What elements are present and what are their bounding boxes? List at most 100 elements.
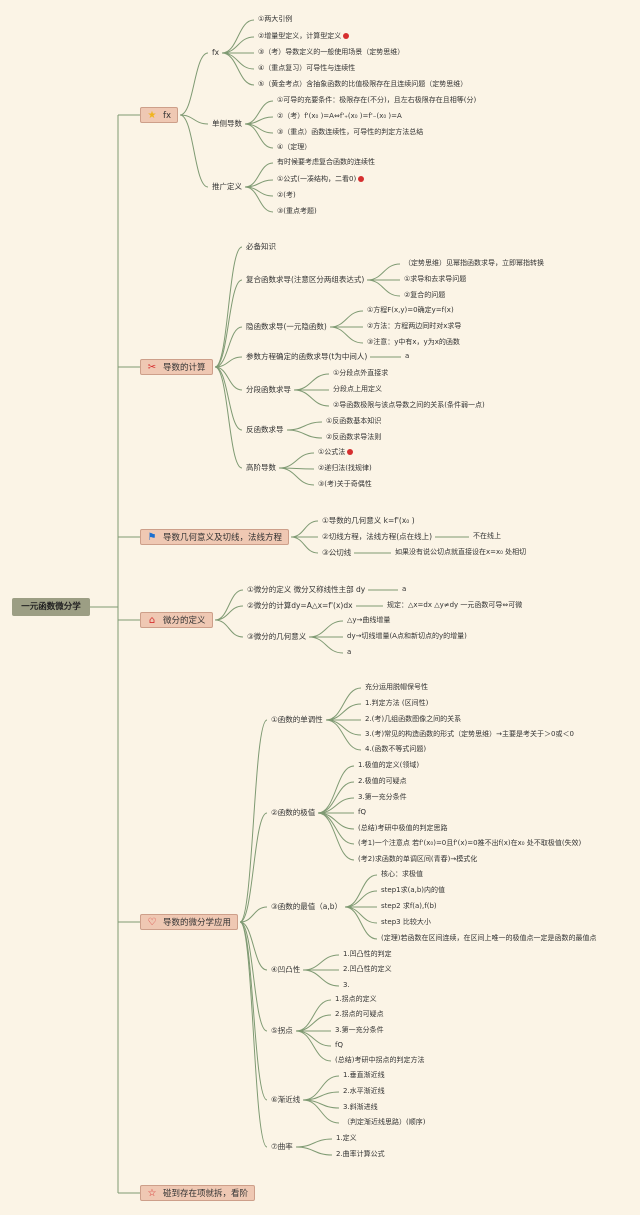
leaf-item: 2.凹凸性的定义 [343,965,392,973]
leaf-item: fQ [358,808,366,816]
branch-label: fx [163,111,172,121]
sub-node-5-1[interactable]: ①函数的单调性 [271,715,323,724]
leaf-item: （定势思维）见幂指函数求导，立即幂指转换 [404,259,544,267]
red-dot-icon [347,449,354,455]
sub-node-3-1[interactable]: ①导数的几何意义 k=f'(x₀ ) [322,516,415,525]
leaf-item: 3.(考)常见的构造函数的形式（定势思维）→主要是考关于＞0或＜0 [365,730,574,738]
leaf-item: ②(考) [277,191,296,199]
leaf-item: ①反函数基本知识 [326,417,382,425]
leaf-item: (总结)考研中拐点的判定方法 [335,1056,425,1064]
leaf-item: (总结)考研中极值的判定思路 [358,824,448,832]
sub-node-3-3[interactable]: ③公切线 [322,548,352,557]
leaf-item: △y→曲线增量 [347,616,391,624]
leaf-item: (考1)一个注意点 若f'(x₀)=0且f'(x)=0推不出f(x)在x₀ 处不… [358,839,582,847]
leaf-item: 1.极值的定义(领域) [358,761,420,769]
leaf-item: ①求导和去求导问题 [404,275,467,283]
leaf-item: 1.凹凸性的判定 [343,950,392,958]
leaf-item: 2.极值的可疑点 [358,777,407,785]
leaf-item: （判定渐近线思路）(顺序) [343,1118,426,1126]
leaf-item: ②递归法(找规律) [318,464,372,472]
sub-node-2-6[interactable]: 反函数求导 [246,425,284,434]
leaf-item: 核心：求极值 [381,870,423,878]
leaf-item: ①两大引例 [258,15,293,23]
leaf-item: 不在线上 [473,532,501,540]
leaf-item: 分段点上用定义 [333,385,382,393]
branch-node-6[interactable]: ☆ 碰到存在项就拆，看阶 [140,1185,256,1201]
sub-node-4-1[interactable]: ①微分的定义 微分又称线性主部 dy [247,585,366,594]
leaf-item: ③（考）导数定义的一般使用场景（定势思维） [258,48,405,56]
sub-node-2-5[interactable]: 分段函数求导 [246,385,291,394]
leaf-item: 3.第一充分条件 [335,1026,384,1034]
leaf-item: 1.拐点的定义 [335,995,377,1003]
leaf-item: step2 求f(a),f(b) [381,902,437,910]
sub-node-4-2[interactable]: ②微分的计算dy=A△x=f'(x)dx [247,601,353,610]
tools-icon: ✂ [147,362,157,373]
house-icon: ⌂ [148,615,156,626]
leaf-item: ②复合的问题 [404,291,446,299]
leaf-item: ①分段点外直接求 [333,369,389,377]
leaf-item: fQ [335,1041,343,1049]
sub-node-2-3[interactable]: 隐函数求导(一元隐函数) [246,322,327,331]
leaf-item: 规定：△x=dx △y≠dy 一元函数可导⇔可微 [387,601,523,609]
leaf-item: ①公式(一凑结构，二看0) [277,175,365,184]
leaf-item: 如果没有说公切点就直接设在x=x₀ 处相切 [395,548,527,556]
root-node[interactable]: 一元函数微分学 [12,598,90,616]
leaf-item: step3 比较大小 [381,918,431,926]
leaf-item: ②反函数求导法则 [326,433,382,441]
sub-node-2-1[interactable]: 必备知识 [246,242,276,251]
leaf-item: 2.拐点的可疑点 [335,1010,384,1018]
sub-node-3-2[interactable]: ②切线方程，法线方程(点在线上) [322,532,433,541]
leaf-item: 1.垂直渐近线 [343,1071,385,1079]
leaf-item: 2.曲率计算公式 [336,1150,385,1158]
leaf-item: ③注意：y中有x，y为x的函数 [367,338,460,346]
leaf-item: a [402,585,407,593]
star-outline-icon: ☆ [147,1188,157,1199]
leaf-item: ④（重点复习）可导性与连续性 [258,64,356,72]
branch-node-2[interactable]: ✂ 导数的计算 [140,359,213,375]
sub-node-5-6[interactable]: ⑥渐近线 [271,1095,301,1104]
sub-node-1-3[interactable]: 推广定义 [212,182,242,191]
branch-label: 导数几何意义及切线，法线方程 [163,533,283,543]
sub-node-2-7[interactable]: 高阶导数 [246,463,276,472]
sub-node-1-2[interactable]: 单侧导数 [212,119,242,128]
branch-node-3[interactable]: ⚑导数几何意义及切线，法线方程 [140,529,290,545]
branch-node-4[interactable]: ⌂ 微分的定义 [140,612,213,628]
sub-node-5-3[interactable]: ③函数的最值（a,b） [271,902,342,911]
branch-label: 碰到存在项就拆，看阶 [163,1189,249,1199]
leaf-item: 1.判定方法 (区间性) [365,699,429,707]
branch-label: 微分的定义 [163,616,206,626]
leaf-item: ③(考)关于奇偶性 [318,480,372,488]
red-dot-icon [343,33,350,39]
sub-node-5-7[interactable]: ⑦曲率 [271,1142,293,1151]
leaf-item: (考2)求函数的单调区间(青春)→模式化 [358,855,478,863]
leaf-item: 充分运用脱帽保号性 [365,683,428,691]
leaf-item: a [347,648,352,656]
sub-node-2-4[interactable]: 参数方程确定的函数求导(t为中间人) [246,352,368,361]
sub-node-1-1[interactable]: fx [212,48,220,57]
sub-node-2-2[interactable]: 复合函数求导(注意区分两组表达式) [246,275,365,284]
leaf-item: ②增量型定义，计算型定义 [258,32,350,41]
branch-node-5[interactable]: ♡导数的微分学应用 [140,914,239,930]
sub-node-5-5[interactable]: ⑤拐点 [271,1026,293,1035]
branch-label: 导数的计算 [163,363,206,373]
sub-node-5-4[interactable]: ④凹凸性 [271,965,301,974]
sub-node-5-2[interactable]: ②函数的极值 [271,808,316,817]
leaf-item: 1.定义 [336,1134,357,1142]
leaf-item: 有时候要考虑复合函数的连续性 [277,158,375,166]
leaf-item: a [405,352,410,360]
sub-node-4-3[interactable]: ③微分的几何意义 [247,632,307,641]
leaf-item: ①方程F(x,y)=0确定y=f(x) [367,306,454,314]
branch-node-1[interactable]: ★fx [140,107,179,123]
leaf-item: dy→切线增量(A点和新切点的y的增量) [347,632,467,640]
leaf-item: 2.(考)几组函数图像之间的关系 [365,715,462,723]
leaf-item: 3.第一充分条件 [358,793,407,801]
leaf-item: ⑤（黄金考点）含抽象函数的比值极限存在且连续问题（定势思维） [258,80,468,88]
leaf-item: 3.斜渐进线 [343,1103,378,1111]
leaf-item: (定理)若函数在区间连续，在区间上唯一的极值点一定是函数的最值点 [381,934,597,942]
leaf-item: ③(重点考题) [277,207,317,215]
leaf-item: 4.(函数不等式问题) [365,745,427,753]
leaf-item: ②（考）f'(x₀ )=A⇔f'₊(x₀ )=f'₋(x₀ )=A [277,112,402,120]
leaf-item: ①公式法 [318,448,354,457]
leaf-item: ②方法：方程两边同时对x求导 [367,322,462,330]
